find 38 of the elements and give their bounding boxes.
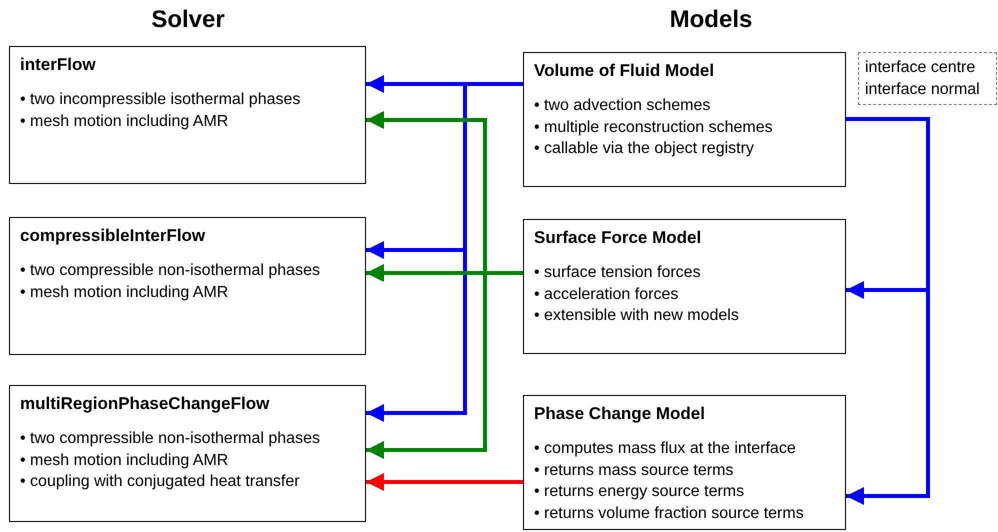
bullet-item: • returns energy source terms: [534, 482, 744, 502]
box-title: multiRegionPhaseChangeFlow: [20, 394, 270, 414]
bullet-item: • coupling with conjugated heat transfer: [20, 472, 300, 492]
bullet-item: • surface tension forces: [534, 263, 701, 283]
arrow: [366, 271, 523, 459]
note-box: [858, 52, 997, 105]
bullet-item: • two advection schemes: [534, 96, 710, 116]
bullet-item: • mesh motion including AMR: [20, 282, 228, 302]
bullet-item: • mesh motion including AMR: [20, 450, 228, 470]
column-heading: Solver: [151, 6, 225, 34]
solver-box: [9, 46, 366, 184]
model-box: [523, 52, 846, 187]
arrow: [846, 117, 930, 505]
model-box: [523, 219, 846, 354]
note-text: interface centre: [865, 58, 976, 78]
box-title: Surface Force Model: [534, 228, 702, 248]
box-title: Phase Change Model: [534, 404, 705, 424]
box-title: interFlow: [20, 55, 96, 75]
bullet-item: • computes mass flux at the interface: [534, 439, 796, 459]
bullet-item: • two compressible non-isothermal phases: [20, 261, 320, 281]
bullet-item: • multiple reconstruction schemes: [534, 118, 773, 138]
bullet-item: • returns volume fraction source terms: [534, 504, 804, 524]
bullet-item: • returns mass source terms: [534, 460, 734, 480]
solver-box: [9, 217, 366, 355]
bullet-item: • two incompressible isothermal phases: [20, 90, 300, 110]
column-heading: Models: [670, 6, 752, 34]
bullet-item: • extensible with new models: [534, 306, 739, 326]
bullet-item: • two compressible non-isothermal phases: [20, 429, 320, 449]
model-box: [523, 395, 846, 530]
bullet-item: • acceleration forces: [534, 284, 678, 304]
box-title: Volume of Fluid Model: [534, 61, 714, 81]
note-text: interface normal: [865, 80, 980, 100]
box-title: compressibleInterFlow: [20, 226, 206, 246]
bullet-item: • callable via the object registry: [534, 139, 754, 159]
arrow: [366, 82, 523, 422]
solver-box: [9, 385, 366, 522]
arrow: [366, 473, 523, 491]
bullet-item: • mesh motion including AMR: [20, 112, 228, 132]
